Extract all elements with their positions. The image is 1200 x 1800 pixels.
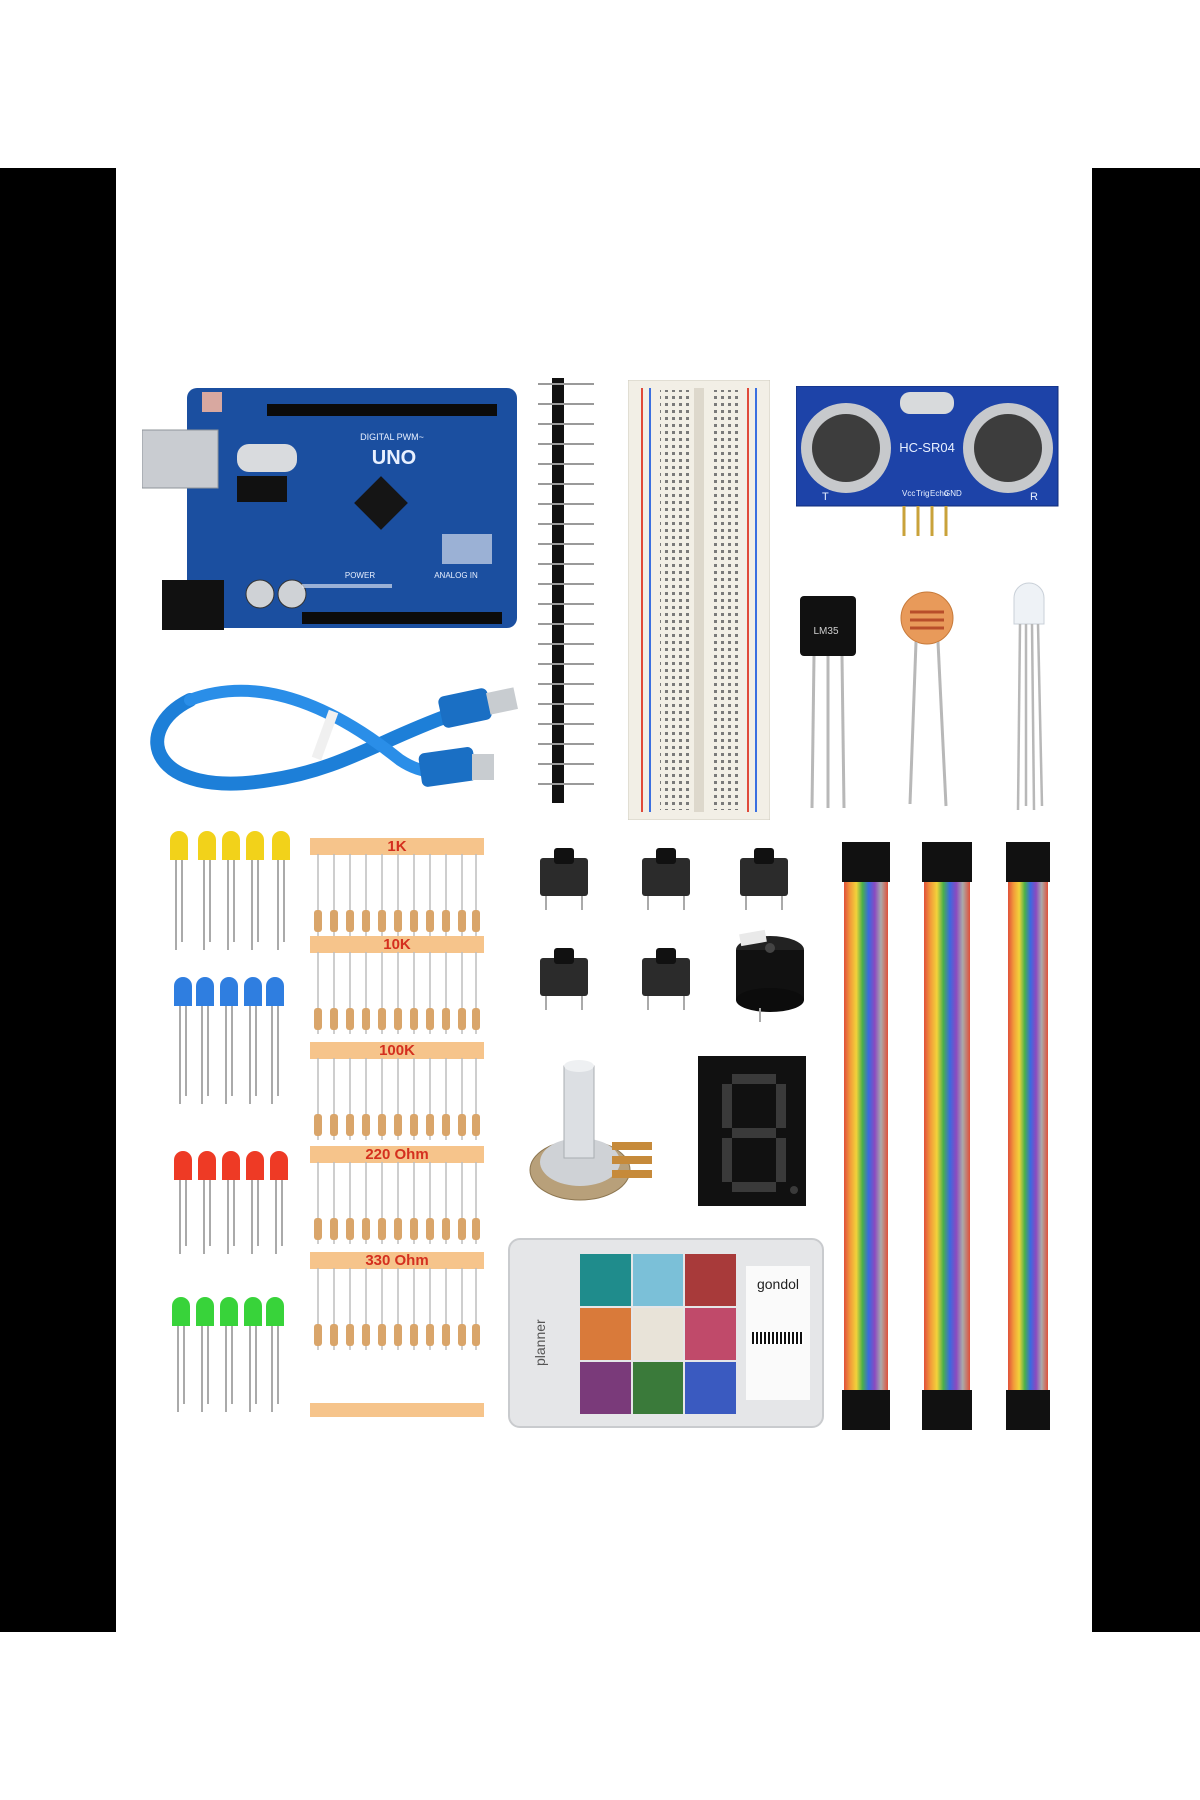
tactile-button xyxy=(740,848,788,910)
resistor-bank: 1K 10K 100K 220 Ohm 330 Ohm xyxy=(310,838,484,1418)
tactile-button xyxy=(540,848,588,910)
temperature-sensor: LM35 xyxy=(800,596,856,809)
barcode-icon xyxy=(752,1332,804,1344)
board-power-label: POWER xyxy=(345,571,375,580)
usb-cable xyxy=(150,684,518,791)
board-name-text: UNO xyxy=(372,447,416,469)
breadboard xyxy=(628,380,770,820)
resistor-rows xyxy=(313,854,481,1351)
box-side-label-area: planner xyxy=(520,1266,570,1406)
jumper-bundle xyxy=(842,842,890,1430)
sensor-pin-echo: Echo xyxy=(930,489,949,498)
tactile-button xyxy=(642,948,690,1010)
box-side-label: planner xyxy=(532,1319,548,1366)
led-set xyxy=(170,831,290,1412)
resistor-tape-strip xyxy=(310,1403,484,1417)
buzzer xyxy=(736,929,804,1022)
sensor-t-label: T xyxy=(822,491,829,503)
box-brand-text: gondol xyxy=(756,1276,800,1292)
red-leds xyxy=(174,1151,288,1254)
box-label-card: gondol xyxy=(746,1266,810,1400)
sensor-pin-vcc: Vcc xyxy=(902,489,915,498)
temp-sensor-text: LM35 xyxy=(813,626,838,637)
box-photo-grid xyxy=(580,1254,736,1414)
jumper-wires xyxy=(842,842,1050,1430)
jumper-bundle xyxy=(1006,842,1050,1430)
blue-leds xyxy=(174,977,284,1104)
tactile-button xyxy=(540,948,588,1010)
jumper-bundle xyxy=(922,842,972,1430)
ultrasonic-sensor: HC-SR04 T R Vcc Trig Echo GND xyxy=(796,386,1059,536)
rgb-led xyxy=(1013,582,1045,811)
photoresistor xyxy=(900,591,954,807)
sensor-pin-gnd: GND xyxy=(944,489,962,498)
sensor-pin-trig: Trig xyxy=(916,489,929,498)
potentiometer xyxy=(529,1060,652,1201)
board-digital-label: DIGITAL PWM~ xyxy=(360,432,424,442)
resistor-label-220-ohm: 220 Ohm xyxy=(310,1146,484,1163)
green-leds xyxy=(172,1297,284,1412)
resistor-label-1k: 1K xyxy=(310,838,484,855)
resistor-label-10k: 10K xyxy=(310,936,484,953)
resistor-label-330-ohm: 330 Ohm xyxy=(310,1252,484,1269)
sensor-model-text: HC-SR04 xyxy=(899,440,955,455)
resistor-label-100k: 100K xyxy=(310,1042,484,1059)
organizer-box: planner gondol xyxy=(508,1238,824,1428)
pin-header-strip xyxy=(538,378,594,803)
sensor-r-label: R xyxy=(1030,491,1038,503)
arduino-uno-board: UNO DIGITAL PWM~ POWER ANALOG IN xyxy=(142,388,517,630)
yellow-leds xyxy=(170,831,290,950)
push-buttons xyxy=(540,848,788,1010)
display-digit-text: 1 xyxy=(752,1201,753,1203)
board-analog-label: ANALOG IN xyxy=(434,571,478,580)
seven-segment-display: 1 xyxy=(698,1056,806,1206)
tactile-button xyxy=(642,848,690,910)
